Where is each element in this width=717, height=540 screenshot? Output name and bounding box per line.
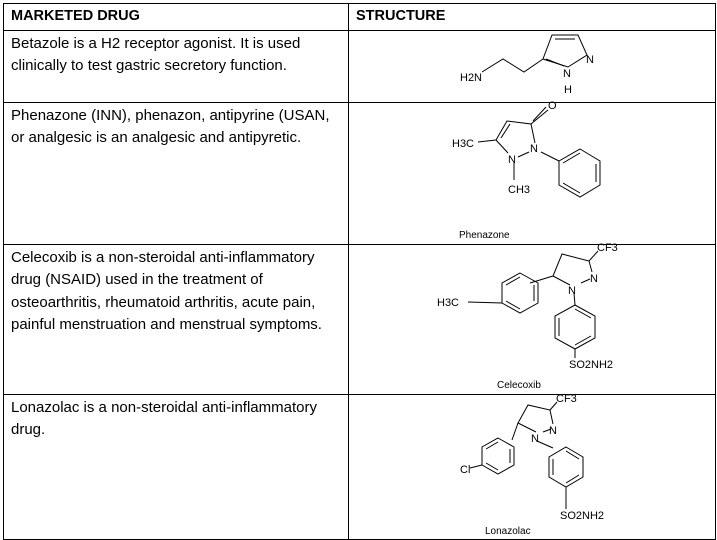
table-row: Betazole is a H2 receptor agonist. It is… xyxy=(3,29,716,103)
table-row: Phenazone (INN), phenazon, antipyrine (U… xyxy=(3,101,716,245)
drug-description: Celecoxib is a non-steroidal anti-inflam… xyxy=(3,243,349,395)
structure-cell xyxy=(348,101,716,245)
header-structure: STRUCTURE xyxy=(348,3,716,31)
drug-description: Phenazone (INN), phenazon, antipyrine (U… xyxy=(3,101,349,245)
drug-description: Lonazolac is a non-steroidal anti-inflam… xyxy=(3,393,349,540)
table-row: Lonazolac is a non-steroidal anti-inflam… xyxy=(3,393,716,540)
structure-cell xyxy=(348,29,716,103)
table-row: Celecoxib is a non-steroidal anti-inflam… xyxy=(3,243,716,395)
structure-cell xyxy=(348,393,716,540)
structure-cell xyxy=(348,243,716,395)
header-marketed-drug: MARKETED DRUG xyxy=(3,3,349,31)
drug-table: MARKETED DRUG STRUCTURE Betazole is a H2… xyxy=(3,3,716,540)
table-header-row: MARKETED DRUG STRUCTURE xyxy=(3,3,716,31)
drug-description: Betazole is a H2 receptor agonist. It is… xyxy=(3,29,349,103)
